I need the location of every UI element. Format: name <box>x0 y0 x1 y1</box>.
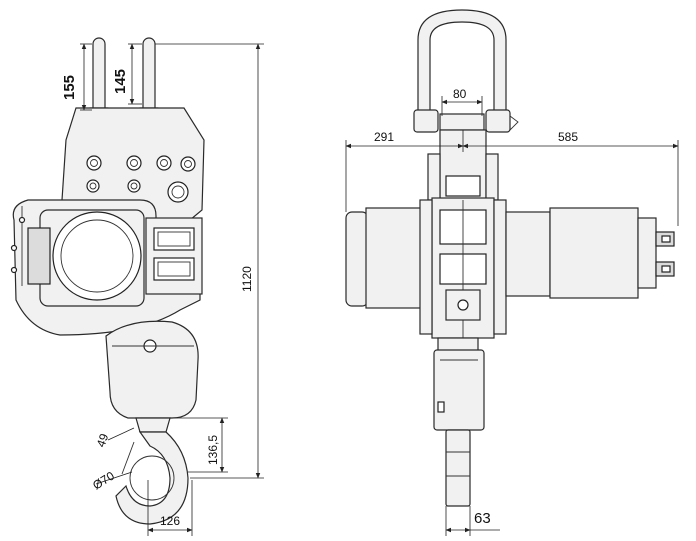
dim-hook-left-height: 155 <box>61 75 78 100</box>
bottom-block <box>433 337 485 507</box>
dim-left-extent: 291 <box>374 130 394 144</box>
connector-box <box>145 217 203 295</box>
right-motor <box>505 207 675 299</box>
dim-total-height: 1120 <box>240 266 254 292</box>
hook-block <box>105 320 199 433</box>
crane-hook <box>115 431 189 525</box>
gearbox <box>419 197 507 339</box>
left-motor <box>345 207 433 309</box>
front-view <box>345 9 675 507</box>
dim-hook-block-width: 63 <box>474 510 491 527</box>
dim-hook-throat: 136,5 <box>206 435 220 465</box>
dim-right-extent: 585 <box>558 130 578 144</box>
side-view <box>10 37 205 525</box>
front-view-dimensions: 80 291 585 63 <box>345 87 679 536</box>
dim-hook-diameter: Ø70 <box>90 468 117 492</box>
dim-hook-angle: 49 <box>94 431 112 449</box>
dim-hook-right-height: 145 <box>112 69 129 94</box>
drum <box>27 209 145 307</box>
plate-bolts <box>86 155 196 203</box>
dim-hook-width: 126 <box>160 514 180 528</box>
dim-shackle-width: 80 <box>453 87 467 101</box>
